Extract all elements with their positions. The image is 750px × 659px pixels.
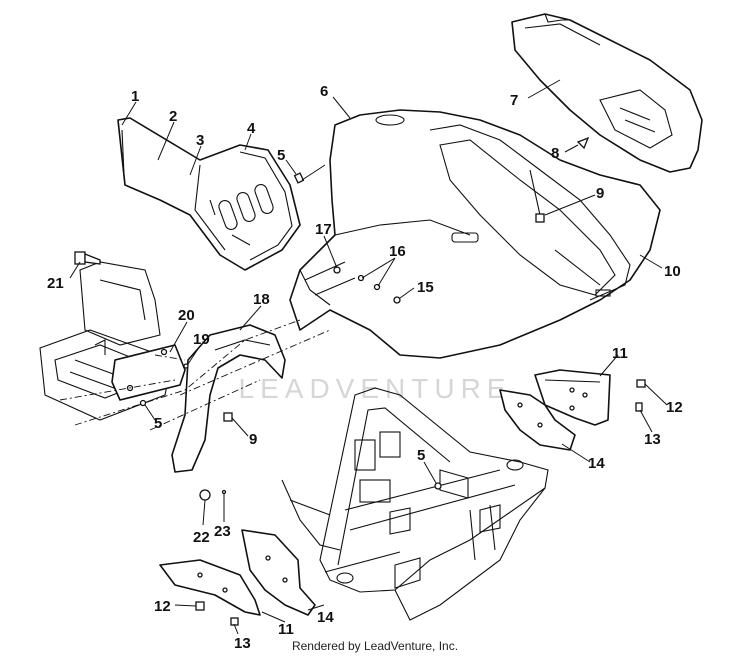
callouts: 1 2 3 4 5 6 7 8 9 10 21 17 16 15 18 20 1… bbox=[47, 83, 683, 652]
callout-20: 20 bbox=[178, 307, 195, 324]
floorboard-drawing bbox=[39, 261, 186, 421]
callout-9-lower: 9 bbox=[249, 431, 257, 448]
callout-13-left: 13 bbox=[234, 635, 251, 652]
callout-9-upper: 9 bbox=[596, 185, 604, 202]
callout-11-right: 11 bbox=[612, 345, 628, 362]
callout-18: 18 bbox=[253, 291, 270, 308]
callout-1: 1 bbox=[131, 88, 139, 105]
callout-6: 6 bbox=[320, 83, 328, 100]
mud-flap-left bbox=[159, 529, 316, 616]
leader-lines bbox=[69, 79, 668, 635]
bolt-12-left-icon bbox=[195, 601, 205, 611]
nut-9-lower-icon bbox=[223, 412, 233, 422]
callout-14-left: 14 bbox=[317, 609, 334, 626]
front-fender-part-6 bbox=[289, 109, 661, 359]
callout-5-upper: 5 bbox=[277, 147, 285, 164]
routing-lines bbox=[59, 319, 331, 431]
callout-4: 4 bbox=[247, 120, 256, 137]
clip-8-icon bbox=[576, 136, 590, 150]
screw-19-icon bbox=[183, 363, 189, 369]
callout-11-left: 11 bbox=[278, 621, 294, 638]
bolt-21-icon bbox=[74, 251, 101, 265]
screw-5-mid-icon bbox=[139, 399, 147, 407]
callout-3: 3 bbox=[196, 132, 204, 149]
mud-flap-right bbox=[499, 369, 611, 451]
screw-5-frame-icon bbox=[434, 482, 442, 490]
bolt-12-right-icon bbox=[636, 379, 646, 388]
fastener-16a-icon bbox=[357, 274, 365, 282]
callout-12-left: 12 bbox=[154, 598, 171, 615]
callout-12-right: 12 bbox=[666, 399, 683, 416]
callout-19: 19 bbox=[193, 331, 210, 348]
callout-5-frame: 5 bbox=[417, 447, 425, 464]
footer-credit: Rendered by LeadVenture, Inc. bbox=[291, 639, 459, 653]
callout-23: 23 bbox=[214, 523, 231, 540]
cover-part-7 bbox=[511, 13, 703, 173]
callout-21: 21 bbox=[47, 275, 64, 292]
washer-23-icon bbox=[221, 489, 227, 495]
callout-8: 8 bbox=[551, 145, 559, 162]
side-panel-part-2 bbox=[117, 117, 301, 271]
callout-17: 17 bbox=[315, 221, 332, 238]
callout-22: 22 bbox=[193, 529, 210, 546]
callout-10: 10 bbox=[664, 263, 681, 280]
callout-2: 2 bbox=[169, 108, 177, 125]
callout-14-right: 14 bbox=[588, 455, 605, 472]
hardware bbox=[74, 136, 646, 626]
callout-5-mid: 5 bbox=[154, 415, 162, 432]
fender-flare-part-18 bbox=[171, 324, 286, 473]
nut-22-icon bbox=[199, 489, 211, 501]
screw-13-right-icon bbox=[635, 402, 643, 412]
callout-15: 15 bbox=[417, 279, 434, 296]
frame-drawing bbox=[281, 387, 549, 621]
callout-13-right: 13 bbox=[644, 431, 661, 448]
nut-9-upper-icon bbox=[535, 213, 545, 223]
fastener-15-icon bbox=[393, 296, 401, 304]
screw-5-upper-icon bbox=[293, 172, 305, 184]
callout-16: 16 bbox=[389, 243, 406, 260]
callout-7: 7 bbox=[510, 92, 518, 109]
